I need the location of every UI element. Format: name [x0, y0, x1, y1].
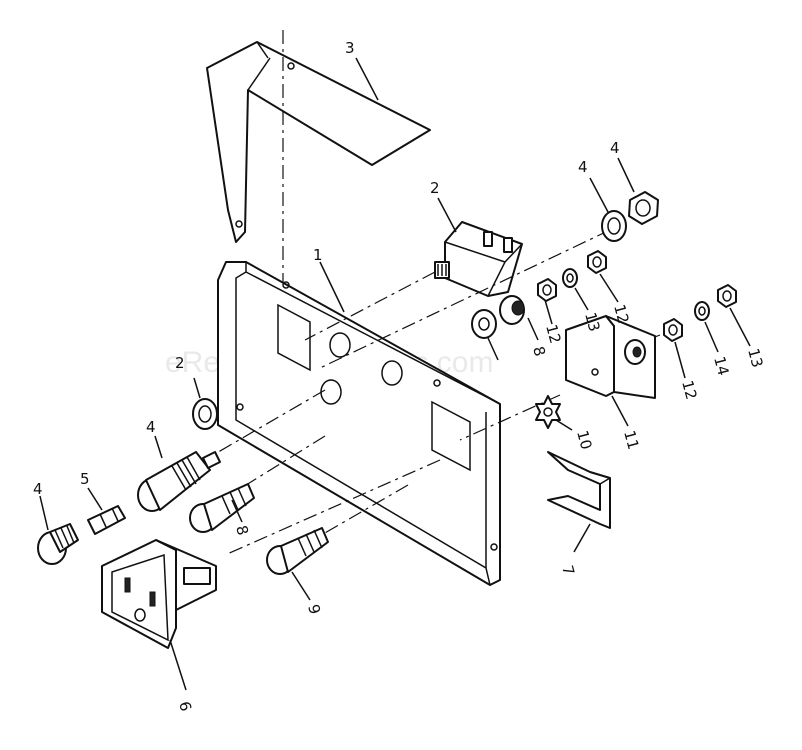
- callout-9: 9: [304, 602, 324, 616]
- small-nut-part: [537, 278, 557, 302]
- callout-8-bolt: 8: [232, 523, 252, 537]
- callout-1: 1: [313, 246, 323, 264]
- small-washer-part: [694, 301, 710, 321]
- shoulder-bolt-part: [189, 483, 255, 533]
- callout-13-a: 13: [581, 310, 603, 333]
- flat-washer-part: [471, 309, 497, 339]
- leader-lines: [39, 57, 751, 691]
- callout-8-spacer: 8: [529, 344, 549, 358]
- star-washer-part: [192, 398, 218, 430]
- callout-12-d: 13: [744, 346, 766, 369]
- hex-nut-part: [628, 191, 659, 225]
- callout-5: 5: [80, 470, 90, 488]
- main-panel-part: [217, 261, 501, 586]
- screw-part: [266, 527, 329, 575]
- fuse-part: [87, 505, 126, 535]
- callout-4-cap: 4: [33, 480, 43, 498]
- u-clip-part: [547, 451, 611, 529]
- switch-bracket-part: [565, 315, 656, 399]
- fuse-cap-part: [37, 523, 79, 565]
- upper-bracket-part: [206, 41, 431, 243]
- star-nut-part: [535, 395, 561, 429]
- callout-13-b: 14: [710, 354, 732, 377]
- small-nut-part: [717, 284, 737, 308]
- callout-10: 10: [573, 428, 595, 451]
- callout-2-left: 2: [175, 354, 185, 372]
- outlet-receptacle-part: [101, 539, 217, 649]
- callout-4-holder: 4: [146, 418, 156, 436]
- callout-6: 6: [175, 699, 195, 713]
- callout-12-a: 12: [542, 322, 564, 345]
- small-nut-part: [663, 318, 683, 342]
- callout-4-nut: 4: [610, 139, 620, 157]
- small-washer-part: [562, 268, 578, 288]
- small-nut-part: [587, 250, 607, 274]
- lock-washer-part: [601, 210, 627, 242]
- callout-3: 3: [345, 39, 355, 57]
- spacer-part: [499, 295, 525, 325]
- circuit-breaker-part: [434, 221, 523, 297]
- callout-2: 2: [430, 179, 440, 197]
- fuse-holder-part: [137, 451, 221, 512]
- callout-7: 7: [558, 563, 578, 577]
- callout-labels: 1 2 2 3 4 4 4 4 5 6 7 8 8 9 10 11 12 12 …: [33, 39, 766, 713]
- callout-11: 11: [620, 428, 642, 451]
- callout-12-c: 12: [678, 378, 700, 401]
- callout-12-b: 12: [610, 302, 632, 325]
- callout-4-washer: 4: [578, 158, 588, 176]
